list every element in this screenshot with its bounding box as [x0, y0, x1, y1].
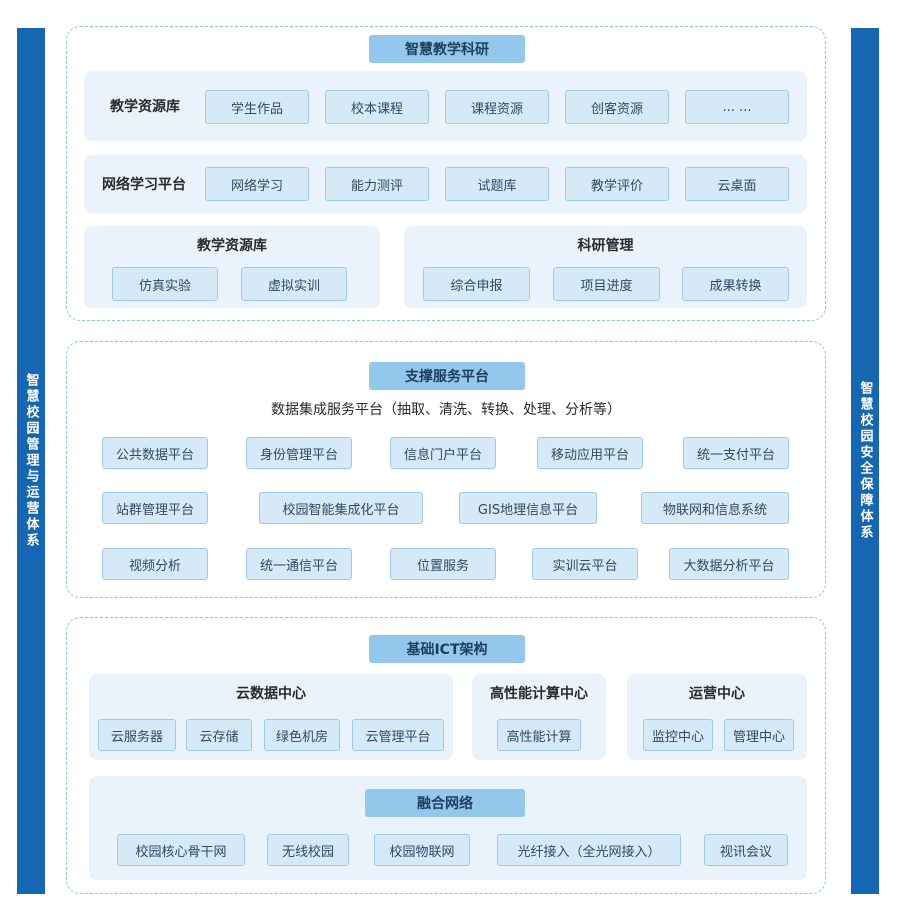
section3-title: 基础ICT架构 — [369, 635, 525, 663]
ops-label: 运营中心 — [689, 686, 745, 702]
chip-wireless-campus[interactable]: 无线校园 — [267, 834, 349, 866]
chip-monitoring-center[interactable]: 监控中心 — [643, 719, 713, 751]
row2-label: 网络学习平台 — [102, 177, 186, 193]
cloud-label: 云数据中心 — [236, 686, 306, 702]
chip-student-works[interactable]: 学生作品 — [205, 90, 309, 124]
chip-gis-platform[interactable]: GIS地理信息平台 — [459, 492, 597, 524]
section1-title: 智慧教学科研 — [369, 35, 525, 63]
chip-public-data-platform[interactable]: 公共数据平台 — [102, 437, 208, 469]
chip-iot-info-system[interactable]: 物联网和信息系统 — [641, 492, 789, 524]
chip-hpc[interactable]: 高性能计算 — [497, 719, 581, 751]
chip-comprehensive-report[interactable]: 综合申报 — [423, 267, 530, 301]
chip-portal-platform[interactable]: 信息门户平台 — [390, 437, 496, 469]
chip-teaching-evaluation[interactable]: 教学评价 — [565, 167, 669, 201]
chip-cloud-management[interactable]: 云管理平台 — [352, 719, 444, 751]
chip-course-resource[interactable]: 课程资源 — [445, 90, 549, 124]
section2-title: 支撑服务平台 — [369, 362, 525, 390]
right-sidebar-label: 智慧校园安全保障体系 — [857, 381, 873, 541]
chip-cloud-desktop[interactable]: 云桌面 — [685, 167, 789, 201]
chip-training-cloud[interactable]: 实训云平台 — [532, 548, 638, 580]
chip-school-course[interactable]: 校本课程 — [325, 90, 429, 124]
chip-virtual-training[interactable]: 虚拟实训 — [241, 267, 347, 301]
chip-management-center[interactable]: 管理中心 — [724, 719, 794, 751]
chip-maker-resource[interactable]: 创客资源 — [565, 90, 669, 124]
section-teaching-research — [66, 26, 826, 321]
chip-campus-backbone[interactable]: 校园核心骨干网 — [117, 834, 245, 866]
chip-big-data-analysis[interactable]: 大数据分析平台 — [669, 548, 789, 580]
hpc-label: 高性能计算中心 — [490, 686, 588, 702]
network-title: 融合网络 — [365, 789, 525, 817]
panel-left-label: 教学资源库 — [197, 238, 267, 254]
chip-simulation-experiment[interactable]: 仿真实验 — [112, 267, 218, 301]
chip-unified-payment-platform[interactable]: 统一支付平台 — [683, 437, 789, 469]
chip-online-learning[interactable]: 网络学习 — [205, 167, 309, 201]
chip-site-group-platform[interactable]: 站群管理平台 — [102, 492, 208, 524]
chip-more[interactable]: ... ... — [685, 90, 789, 124]
chip-cloud-server[interactable]: 云服务器 — [98, 719, 176, 751]
chip-ability-test[interactable]: 能力测评 — [325, 167, 429, 201]
chip-mobile-app-platform[interactable]: 移动应用平台 — [537, 437, 643, 469]
right-sidebar: 智慧校园安全保障体系 — [851, 28, 879, 894]
panel-right-label: 科研管理 — [577, 238, 634, 254]
chip-campus-iot[interactable]: 校园物联网 — [374, 834, 470, 866]
chip-question-bank[interactable]: 试题库 — [445, 167, 549, 201]
section2-subtitle: 数据集成服务平台（抽取、清洗、转换、处理、分析等） — [271, 402, 621, 418]
left-sidebar-label: 智慧校园管理与运营体系 — [23, 373, 39, 549]
chip-location-service[interactable]: 位置服务 — [390, 548, 496, 580]
section-ict-infrastructure — [66, 617, 826, 894]
left-sidebar: 智慧校园管理与运营体系 — [17, 28, 45, 894]
chip-video-analysis[interactable]: 视频分析 — [102, 548, 208, 580]
chip-cloud-storage[interactable]: 云存储 — [186, 719, 252, 751]
chip-identity-platform[interactable]: 身份管理平台 — [246, 437, 352, 469]
chip-green-datacenter[interactable]: 绿色机房 — [264, 719, 340, 751]
section-support-service — [66, 341, 826, 598]
chip-video-conference[interactable]: 视讯会议 — [704, 834, 788, 866]
chip-fiber-access[interactable]: 光纤接入（全光网接入） — [497, 834, 681, 866]
chip-project-progress[interactable]: 项目进度 — [553, 267, 660, 301]
chip-achievement-transfer[interactable]: 成果转换 — [682, 267, 789, 301]
row1-label: 教学资源库 — [110, 99, 180, 115]
chip-smart-integration-platform[interactable]: 校园智能集成化平台 — [259, 492, 423, 524]
chip-unified-communication[interactable]: 统一通信平台 — [246, 548, 352, 580]
